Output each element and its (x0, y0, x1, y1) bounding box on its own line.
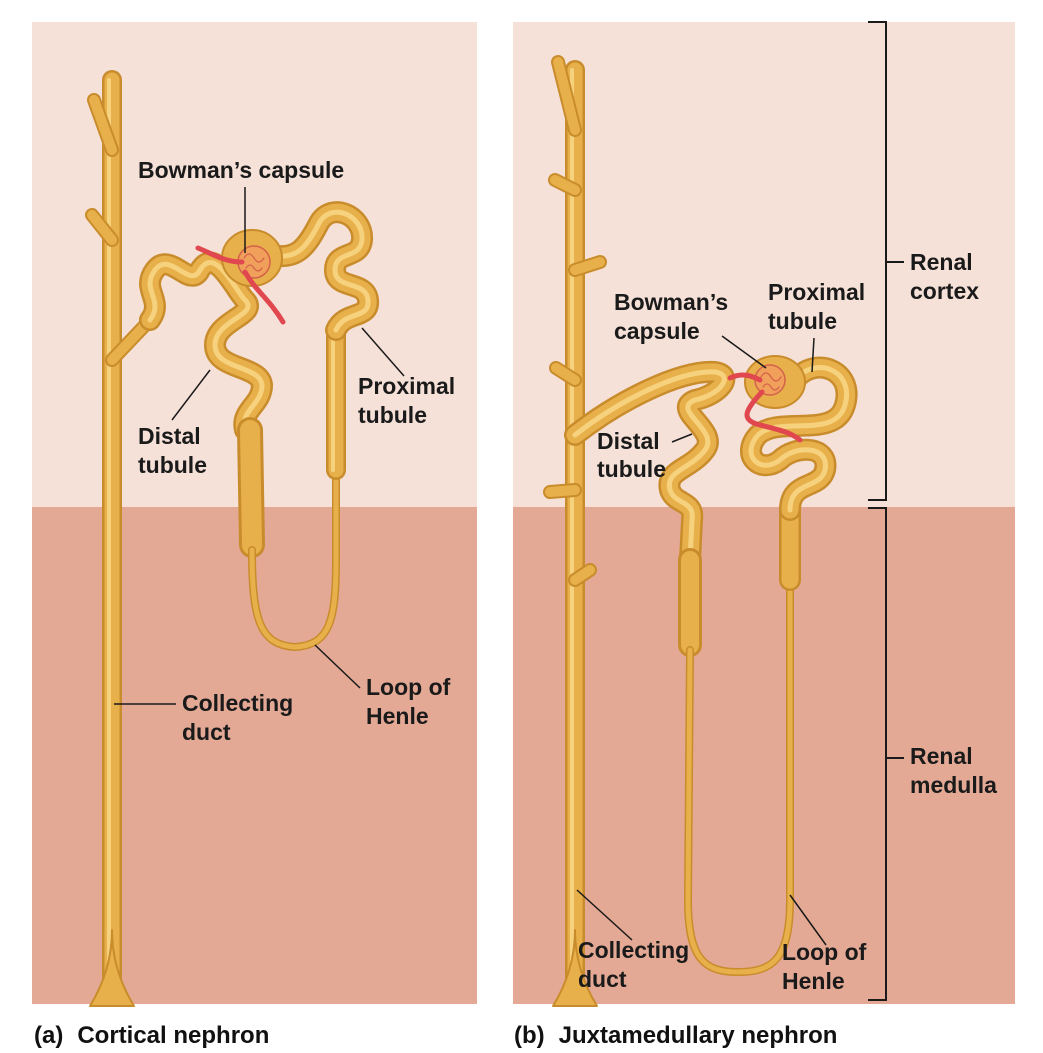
label-distal-tubule-b-line2: tubule (597, 456, 666, 482)
label-renal-medulla-line1: Renal (910, 743, 973, 769)
distal-tubule-b (564, 360, 735, 571)
panel-b-medulla-region (513, 507, 1015, 1004)
label-bowmans-capsule-b-line1: Bowman’s (614, 289, 729, 315)
panel-b-background (513, 22, 1015, 1004)
label-distal-tubule-a-line2: tubule (138, 452, 207, 478)
label-distal-tubule-a-line1: Distal (138, 423, 201, 449)
caption-panel-a: (a) Cortical nephron (34, 1022, 269, 1050)
label-proximal-tubule-b-line2: tubule (768, 308, 837, 334)
label-bowmans-capsule-b-line2: capsule (614, 318, 700, 344)
bowmans-capsule-a (221, 229, 283, 287)
label-proximal-tubule-b-line1: Proximal (768, 279, 866, 305)
label-collecting-duct-a-line2: duct (182, 719, 231, 745)
cortical-nephron (85, 70, 379, 1007)
panel-a-leaders (114, 187, 405, 705)
region-brackets (868, 21, 904, 1001)
leader-distal-b (671, 433, 693, 443)
label-distal-tubule-b-line1: Distal (597, 428, 660, 454)
capillaries-b (727, 372, 803, 443)
loop-of-henle-a (237, 320, 346, 651)
leader-proximal-b (811, 337, 815, 373)
proximal-tubule-a (259, 201, 379, 341)
collecting-duct-a (85, 70, 157, 1007)
leader-collecting-b (576, 889, 633, 941)
label-loop-of-henle-b-line2: Henle (782, 968, 845, 994)
panel-b-leaders (576, 335, 827, 946)
label-loop-of-henle-b-line1: Loop of (782, 939, 867, 965)
label-renal-cortex-line2: cortex (910, 278, 980, 304)
caption-panel-a-text: Cortical nephron (77, 1022, 270, 1049)
label-renal-cortex-line1: Renal (910, 249, 973, 275)
label-loop-of-henle-a-line1: Loop of (366, 674, 451, 700)
leader-loop-b (789, 894, 827, 946)
leader-loop-a (314, 644, 361, 689)
label-proximal-tubule-a-line2: tubule (358, 402, 427, 428)
collecting-duct-b (543, 55, 607, 1007)
label-proximal-tubule-a-line1: Proximal (358, 373, 456, 399)
leader-proximal-a (361, 327, 405, 377)
caption-panel-b-text: Juxtamedullary nephron (558, 1022, 838, 1049)
label-loop-of-henle-a-line2: Henle (366, 703, 429, 729)
distal-tubule-a (139, 251, 273, 441)
capillaries-a (195, 245, 286, 325)
label-collecting-duct-b-line1: Collecting (578, 937, 690, 963)
juxtamedullary-nephron (543, 55, 858, 1007)
caption-panel-b-tag: (b) (514, 1022, 545, 1049)
caption-panel-a-tag: (a) (34, 1022, 64, 1049)
label-collecting-duct-a-line1: Collecting (182, 690, 294, 716)
label-renal-medulla-line2: medulla (910, 772, 997, 798)
medulla-bracket (868, 507, 887, 1001)
loop-of-henle-b (678, 499, 801, 976)
leader-bowmans-b (721, 335, 767, 369)
label-bowmans-capsule-a: Bowman’s capsule (138, 157, 345, 183)
caption-panel-b: (b) Juxtamedullary nephron (514, 1022, 837, 1050)
leader-distal-a (171, 369, 211, 421)
label-collecting-duct-b-line2: duct (578, 966, 627, 992)
